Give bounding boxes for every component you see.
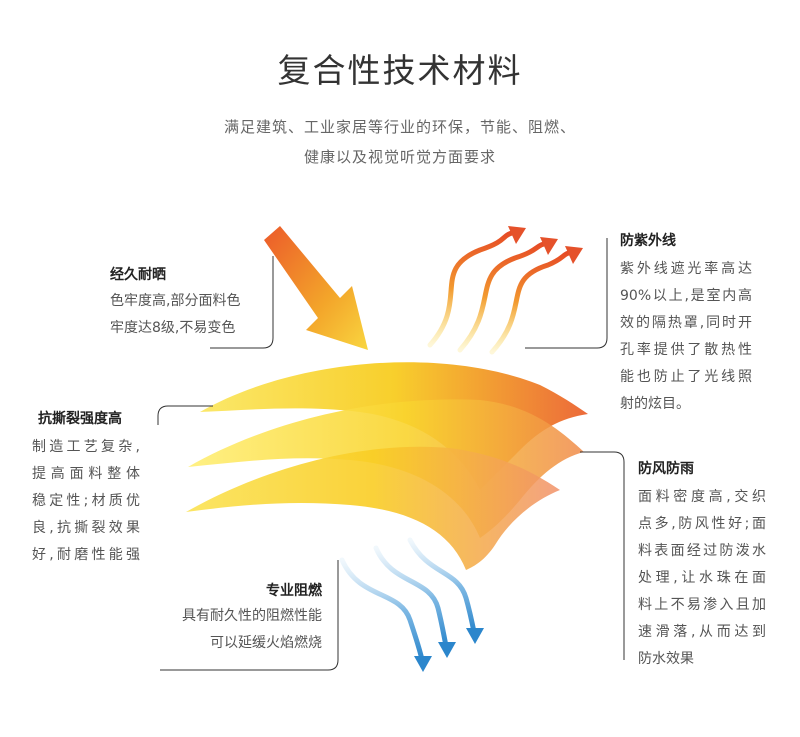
sun-ray-arrow-icon	[264, 226, 368, 350]
heat-out-arrows-icon	[427, 229, 575, 355]
feature-heading-fade: 经久耐晒	[110, 267, 166, 283]
subtitle-line-1: 满足建筑、工业家居等行业的环保，节能、阻燃、	[223, 118, 576, 136]
water-down-arrows-icon	[339, 537, 477, 663]
feature-body-tear: 制造工艺复杂, 提高面料整体 稳定性;材质优 良,抗撕裂效果 好,耐磨性能强	[32, 439, 140, 563]
fabric-layers	[186, 362, 588, 570]
feature-heading-tear: 抗撕裂强度高	[38, 411, 122, 427]
subtitle-line-2: 健康以及视觉听觉方面要求	[303, 148, 496, 166]
feature-body-uv: 紫外线遮光率高达 90%以上,是室内高 效的隔热罩,同时开 孔率提供了散热性 能…	[620, 261, 752, 412]
feature-heading-flame: 专业阻燃	[266, 583, 322, 599]
feature-heading-wind: 防风防雨	[638, 461, 694, 477]
feature-body-flame: 具有耐久性的阻燃性能 可以延缓火焰燃烧	[182, 608, 322, 651]
feature-heading-uv: 防紫外线	[620, 233, 676, 249]
feature-body-wind: 面料密度高,交织 点多,防风性好;面 料表面经过防泼水 处理,让水珠在面 料上不…	[638, 489, 766, 667]
feature-body-fade: 色牢度高,部分面料色 牢度达8级,不易变色	[110, 293, 241, 336]
page-title: 复合性技术材料	[277, 51, 523, 90]
